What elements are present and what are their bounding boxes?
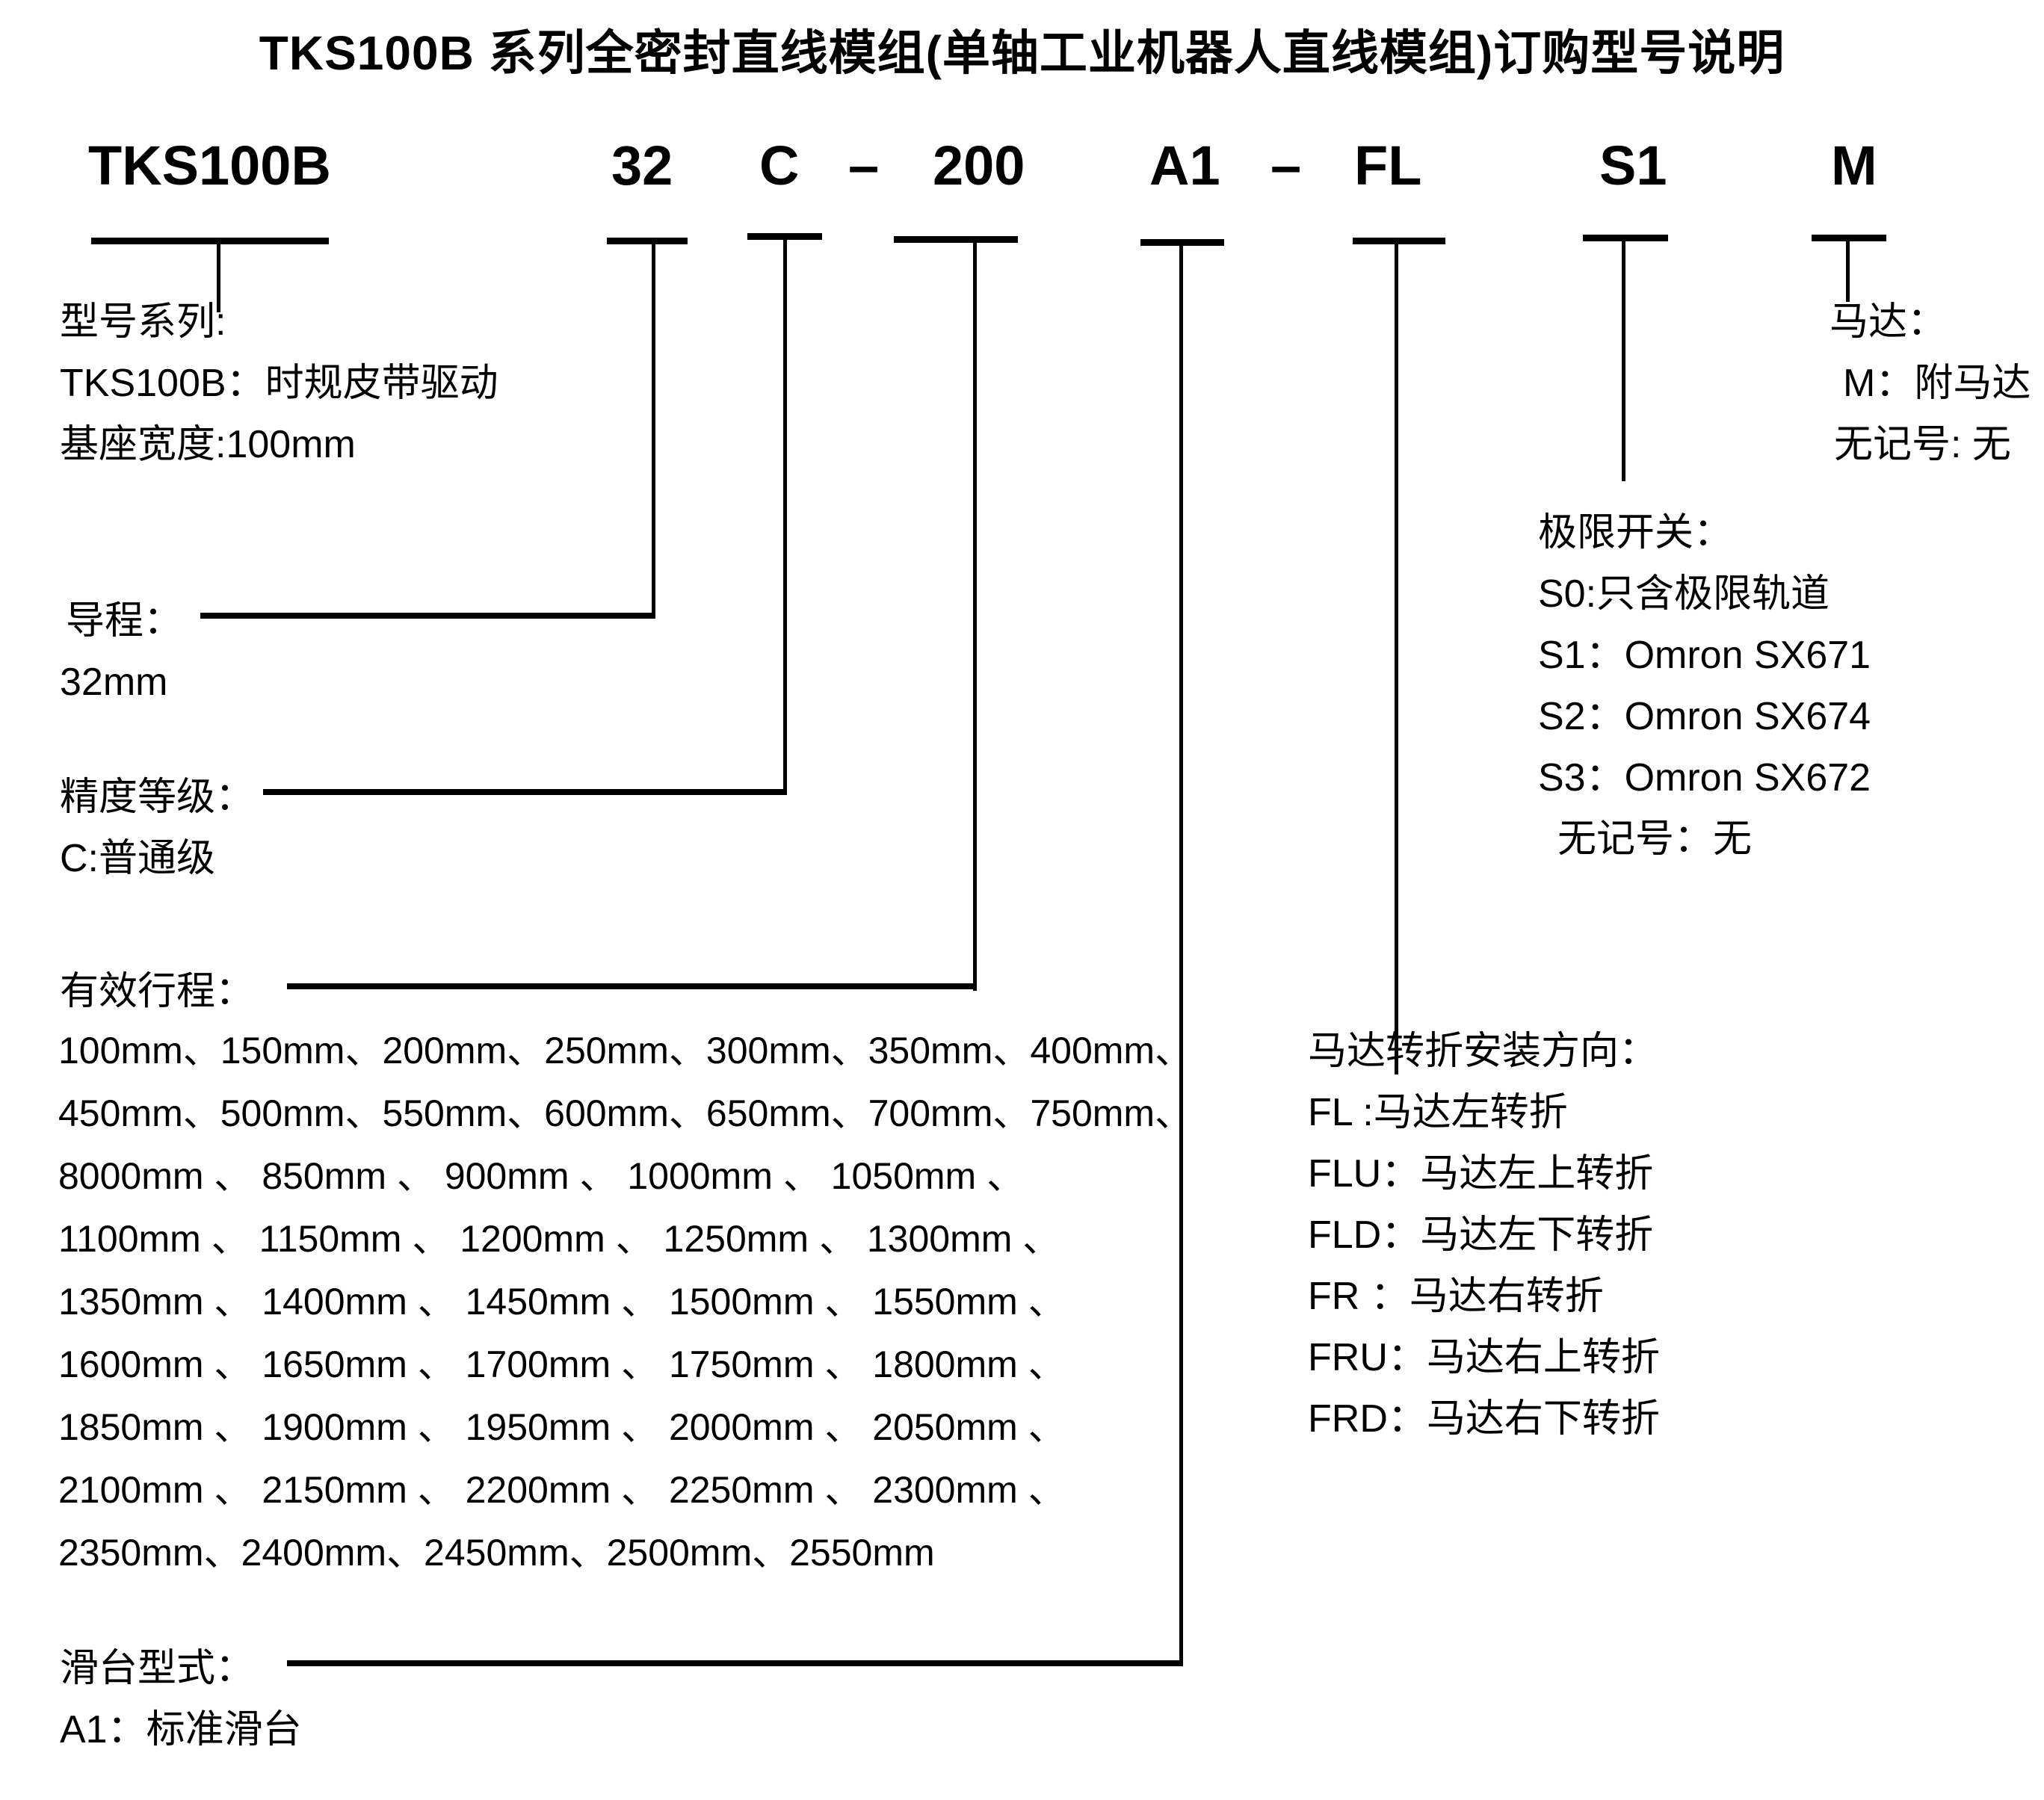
limit-switch-heading: 极限开关： xyxy=(1538,511,1733,554)
leader-vline-limit-switch xyxy=(1622,235,1625,481)
stroke-heading: 有效行程： xyxy=(60,970,255,1013)
limit-switch-line-4: S3：Omron SX672 xyxy=(1538,756,1871,800)
motor-direction-line-5: FRU：马达右上转折 xyxy=(1308,1336,1660,1379)
leader-hline-accuracy xyxy=(263,789,786,795)
leader-vline-motor-dir xyxy=(1395,238,1398,1074)
code-token-slider: A1 xyxy=(1149,134,1220,197)
underline-stroke xyxy=(894,236,1018,243)
section-lead: 导程： 32mm xyxy=(60,590,183,713)
stroke-row-9: 2350mm、2400mm、2450mm、2500mm、2550mm xyxy=(58,1532,935,1574)
stroke-row-1: 100mm、150mm、200mm、250mm、300mm、350mm、400m… xyxy=(58,1030,1193,1071)
page-title: TKS100B 系列全密封直线模组(单轴工业机器人直线模组)订购型号说明 xyxy=(259,26,1785,80)
code-token-lead: 32 xyxy=(611,134,673,197)
code-token-dash-2: – xyxy=(1270,134,1302,197)
lead-line-1: 32mm xyxy=(60,661,168,704)
code-token-stroke: 200 xyxy=(933,134,1025,197)
code-token-limit-switch: S1 xyxy=(1599,134,1667,197)
motor-direction-heading: 马达转折安装方向： xyxy=(1308,1030,1658,1073)
accuracy-heading: 精度等级： xyxy=(60,776,255,819)
leader-vline-series xyxy=(217,238,220,312)
stroke-row-6: 1600mm 、 1650mm 、 1700mm 、 1750mm 、 1800… xyxy=(58,1343,1066,1385)
series-heading: 型号系列: xyxy=(60,300,226,344)
motor-line-1: M：附马达 xyxy=(1843,362,2031,405)
underline-lead xyxy=(607,238,688,244)
leader-vline-motor xyxy=(1846,235,1850,302)
code-token-accuracy: C xyxy=(759,134,800,197)
section-slider: 滑台型式： A1：标准滑台 xyxy=(60,1638,302,1760)
limit-switch-line-1: S0:只含极限轨道 xyxy=(1538,572,1830,616)
limit-switch-line-3: S2：Omron SX674 xyxy=(1538,695,1871,738)
motor-heading: 马达： xyxy=(1830,300,1947,344)
stroke-row-7: 1850mm 、 1900mm 、 1950mm 、 2000mm 、 2050… xyxy=(58,1406,1066,1448)
limit-switch-line-2: S1：Omron SX671 xyxy=(1538,634,1871,677)
stroke-row-4: 1100mm 、 1150mm 、 1200mm 、 1250mm 、 1300… xyxy=(58,1218,1060,1260)
code-token-series: TKS100B xyxy=(88,134,331,197)
leader-hline-lead xyxy=(200,613,655,619)
code-token-dash-1: – xyxy=(848,134,880,197)
section-limit-switch: 极限开关： S0:只含极限轨道 S1：Omron SX671 S2：Omron … xyxy=(1538,502,1871,870)
code-token-motor-dir: FL xyxy=(1354,134,1422,197)
stroke-row-8: 2100mm 、 2150mm 、 2200mm 、 2250mm 、 2300… xyxy=(58,1469,1066,1511)
leader-vline-accuracy xyxy=(783,233,787,795)
motor-line-2: 无记号: 无 xyxy=(1834,423,2011,466)
underline-series xyxy=(91,238,329,244)
leader-vline-slider xyxy=(1179,239,1183,1666)
limit-switch-line-5: 无记号：无 xyxy=(1557,817,1753,861)
section-motor: 马达： M：附马达 无记号: 无 xyxy=(1830,291,2031,475)
leader-hline-slider xyxy=(287,1660,1182,1666)
underline-motor-dir xyxy=(1353,238,1445,244)
motor-direction-line-3: FLD：马达左下转折 xyxy=(1308,1213,1654,1257)
motor-direction-line-2: FLU：马达左上转折 xyxy=(1308,1152,1654,1196)
code-token-motor: M xyxy=(1831,134,1877,197)
section-stroke-heading: 有效行程： xyxy=(60,961,254,1022)
stroke-row-3: 8000mm 、 850mm 、 900mm 、 1000mm 、 1050mm… xyxy=(58,1155,1025,1197)
leader-vline-stroke xyxy=(973,236,977,991)
slider-heading: 滑台型式： xyxy=(60,1647,255,1690)
section-stroke-values: 100mm、150mm、200mm、250mm、300mm、350mm、400m… xyxy=(58,1019,1192,1584)
accuracy-line-1: C:普通级 xyxy=(60,837,216,880)
leader-hline-stroke xyxy=(287,983,976,989)
underline-limit-switch xyxy=(1583,235,1668,241)
motor-direction-line-4: FR ：马达右转折 xyxy=(1308,1275,1604,1318)
section-series: 型号系列: TKS100B：时规皮带驱动 基座宽度:100mm xyxy=(60,291,498,475)
slider-line-1: A1：标准滑台 xyxy=(60,1708,302,1751)
section-motor-direction: 马达转折安装方向： FL :马达左转折 FLU：马达左上转折 FLD：马达左下转… xyxy=(1308,1021,1660,1450)
stroke-row-2: 450mm、500mm、550mm、600mm、650mm、700mm、750m… xyxy=(58,1092,1193,1134)
section-accuracy: 精度等级： C:普通级 xyxy=(60,767,254,889)
motor-direction-line-1: FL :马达左转折 xyxy=(1308,1091,1568,1134)
leader-vline-lead xyxy=(652,238,655,619)
series-line-2: 基座宽度:100mm xyxy=(60,423,356,466)
series-line-1: TKS100B：时规皮带驱动 xyxy=(60,362,498,405)
lead-heading: 导程： xyxy=(66,599,183,643)
motor-direction-line-6: FRD：马达右下转折 xyxy=(1308,1397,1660,1441)
stroke-row-5: 1350mm 、 1400mm 、 1450mm 、 1500mm 、 1550… xyxy=(58,1281,1066,1323)
